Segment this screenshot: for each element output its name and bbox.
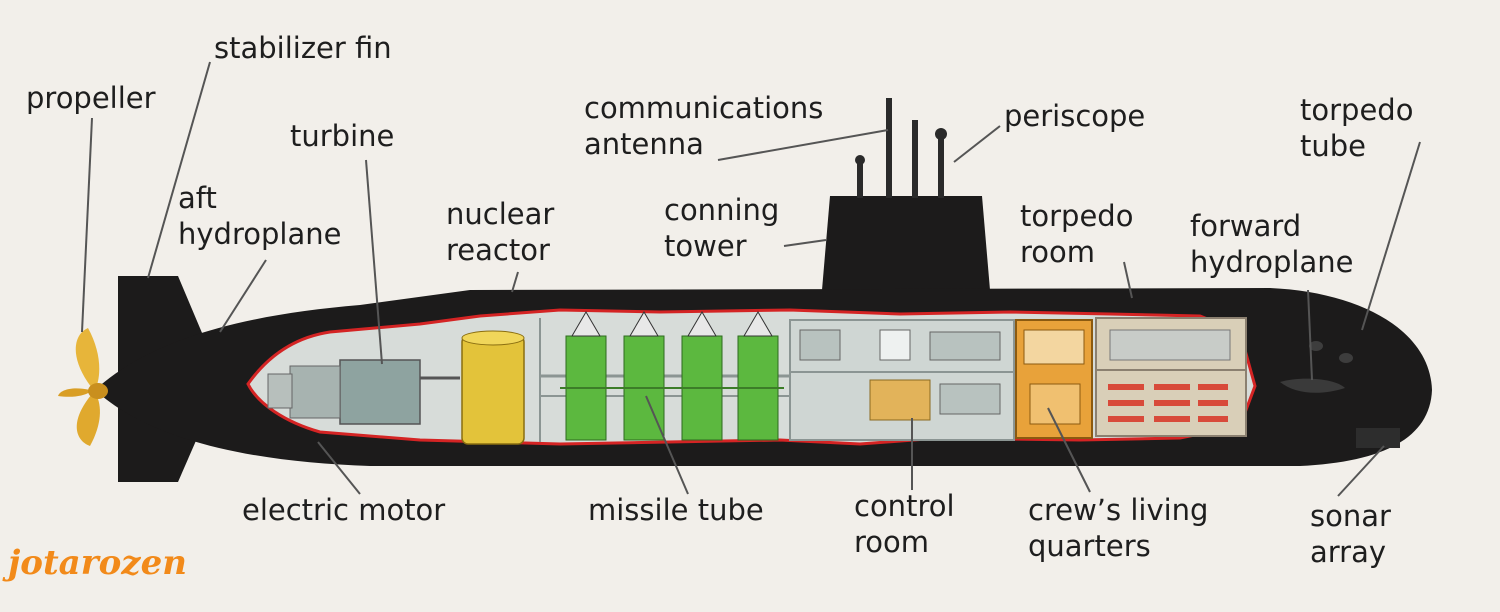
antenna-mast	[912, 120, 918, 198]
turbine-shape	[339, 359, 421, 425]
label-crews-living-quarters: crew’s living quarters	[1028, 493, 1209, 563]
label-control-room: control room	[854, 489, 955, 559]
label-torpedo-tube: torpedo tube	[1300, 93, 1414, 163]
label-aft-hydroplane: aft hydroplane	[178, 181, 342, 251]
label-electric-motor: electric motor	[242, 493, 446, 527]
label-stabilizer-fin: stabilizer fin	[214, 31, 392, 65]
missile-tubes	[560, 311, 784, 441]
label-torpedo-room: torpedo room	[1020, 199, 1134, 269]
label-forward-hydroplane: forward hydroplane	[1190, 209, 1354, 279]
label-communications-antenna: communications antenna	[584, 91, 824, 161]
watermark: jotarozen	[8, 543, 187, 583]
cutaway-interior	[246, 308, 1257, 446]
sonar-array-shape	[1356, 428, 1400, 448]
label-conning-tower: conning tower	[664, 193, 780, 263]
antenna-mast	[886, 98, 892, 198]
mast	[857, 162, 863, 198]
leader-lines	[81, 61, 1421, 497]
electric-motor-shape	[267, 373, 293, 409]
label-missile-tube: missile tube	[588, 493, 764, 527]
label-nuclear-reactor: nuclear reactor	[446, 197, 555, 267]
periscope-mast	[938, 136, 944, 198]
nuclear-reactor-shape	[461, 335, 525, 445]
label-propeller: propeller	[26, 81, 156, 115]
label-sonar-array: sonar array	[1310, 499, 1391, 569]
label-periscope: periscope	[1004, 99, 1146, 133]
forward-hydroplane-shape	[1280, 378, 1345, 393]
conning-tower	[822, 196, 990, 290]
control-room-area	[789, 319, 1015, 441]
propeller-shape	[58, 328, 108, 446]
label-turbine: turbine	[290, 119, 395, 153]
torpedo-room-area	[1095, 317, 1247, 437]
